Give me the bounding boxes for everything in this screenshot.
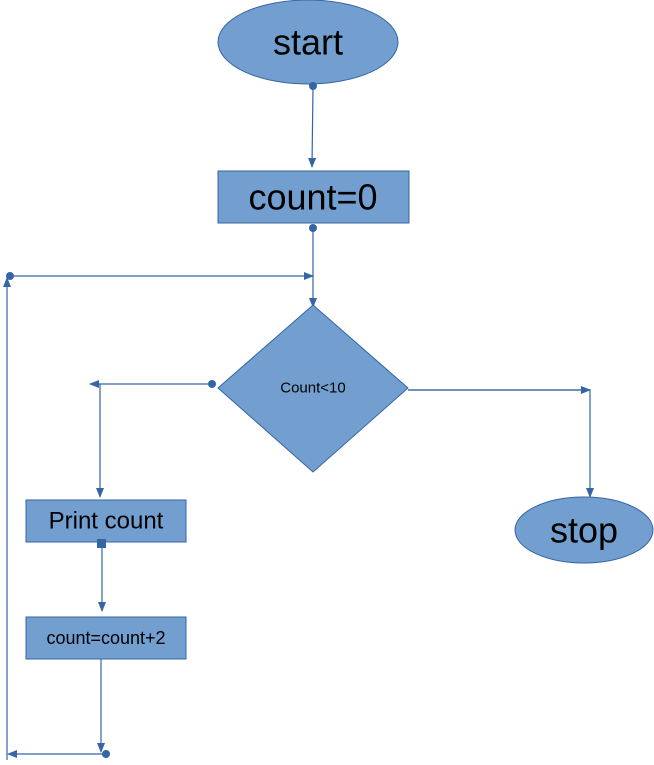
init-node — [217, 170, 410, 224]
connector-dot — [102, 750, 110, 758]
increment-node — [25, 616, 187, 660]
connector-dot — [309, 82, 317, 90]
start-node — [217, 0, 399, 85]
print-label: Print count — [49, 508, 164, 535]
connector-dot — [208, 380, 216, 388]
connector-decision-to-stop — [408, 389, 594, 498]
connector-decision-to-print — [96, 383, 212, 498]
decision-node — [217, 304, 409, 473]
start-label: start — [273, 22, 343, 63]
connector-dot — [6, 272, 14, 280]
stop-node — [514, 496, 654, 564]
stop-label: stop — [550, 510, 618, 551]
print-node — [25, 499, 187, 543]
connector-start-to-init — [308, 85, 317, 168]
init-label: count=0 — [248, 177, 377, 218]
connector-square — [97, 539, 106, 548]
increment-label: count=count+2 — [46, 628, 165, 648]
connector-dot — [309, 224, 317, 232]
decision-label: Count<10 — [280, 380, 345, 397]
